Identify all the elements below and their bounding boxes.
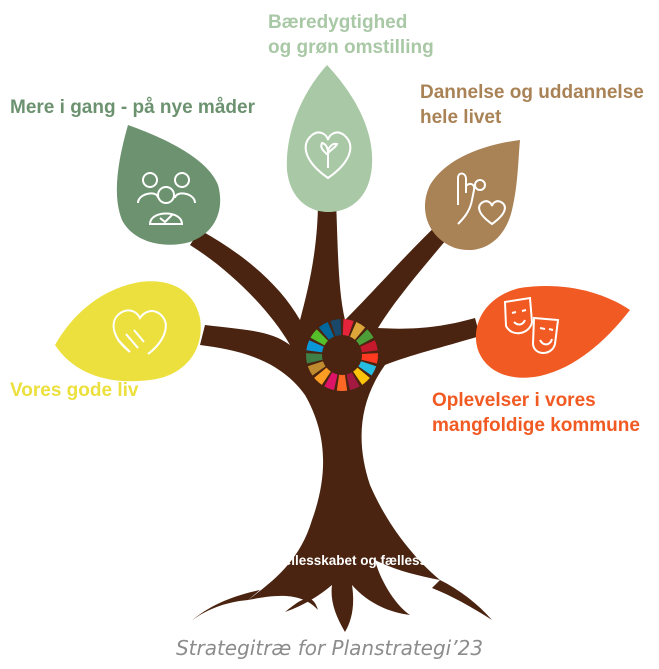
sdg-wheel-icon [306, 319, 378, 392]
label-dannelse-line1: Dannelse og uddannelse [420, 82, 644, 103]
label-baeredygtighed-line1: Bæredygtighed [268, 12, 408, 33]
label-dannelse: Dannelse og uddannelse hele livet [420, 80, 644, 130]
label-baeredygtighed: Bæredygtighed og grøn omstilling [268, 10, 434, 60]
leaf-baeredygtighed [286, 65, 373, 212]
leaf-mere-i-gang [116, 125, 221, 245]
sdg-wheel-segment [346, 372, 360, 391]
sdg-wheel-segment [318, 321, 335, 340]
sdg-wheel-segment [349, 321, 366, 340]
sdg-wheel-segment [324, 372, 338, 391]
leaf-vores-gode-liv [55, 281, 201, 382]
sdg-wheel-segment [336, 374, 348, 392]
sdg-wheel-segment [360, 340, 378, 353]
label-oplevelser: Oplevelser i vores mangfoldige kommune [432, 388, 640, 438]
label-oplevelser-line2: mangfoldige kommune [432, 415, 640, 436]
sdg-wheel-segment [314, 367, 331, 385]
sdg-wheel-segment [361, 353, 378, 364]
label-baeredygtighed-line2: og grøn omstilling [268, 37, 434, 58]
trunk-label: Fællesskabet og fællesskaber [270, 553, 464, 568]
sdg-wheel-segment [307, 361, 326, 376]
people-check-icon [137, 172, 196, 225]
sdg-wheel-segment [306, 340, 324, 353]
leaf-dannelse [424, 140, 520, 251]
sdg-wheel-segment [356, 329, 374, 346]
leaf-oplevelser [475, 286, 630, 378]
sdg-wheel-segment [310, 329, 328, 346]
sdg-wheel-segment [306, 353, 323, 364]
sdg-wheel-segment [353, 367, 370, 385]
hand-heart-icon [457, 172, 506, 226]
caption: Strategitræ for Planstrategi’23 [175, 636, 484, 660]
label-dannelse-line2: hele livet [420, 107, 502, 128]
sdg-wheel-segment [358, 361, 377, 376]
label-oplevelser-line1: Oplevelser i vores [432, 390, 596, 411]
heart-sprout-icon [304, 131, 352, 180]
label-mere-i-gang: Mere i gang - på nye måder [10, 97, 255, 118]
hands-heart-icon [112, 309, 167, 355]
tree-trunk [190, 200, 492, 632]
label-vores-gode-liv: Vores gode liv [10, 380, 139, 401]
sdg-wheel-segment [330, 319, 342, 337]
sdg-wheel-segment [342, 319, 354, 337]
theatre-masks-icon [503, 296, 560, 354]
